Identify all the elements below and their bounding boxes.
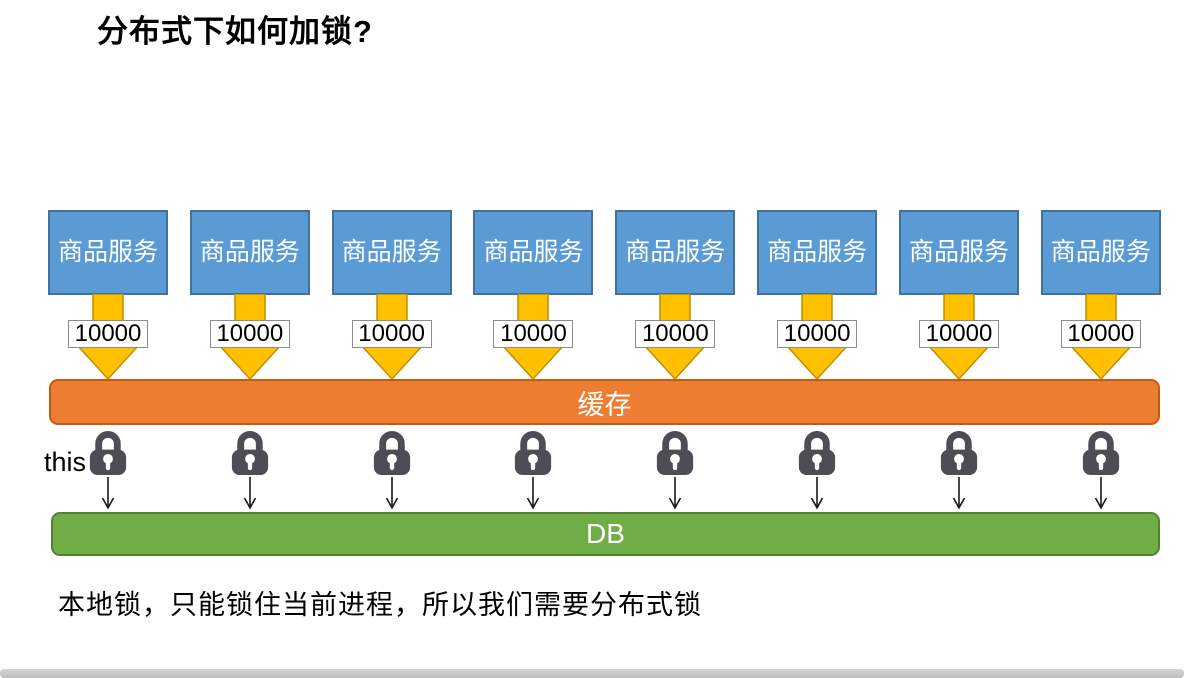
service-box: 商品服务 xyxy=(473,210,594,295)
caption-text: 本地锁，只能锁住当前进程，所以我们需要分布式锁 xyxy=(58,590,702,620)
cache-label: 缓存 xyxy=(577,389,632,420)
thin-arrow-down-icon xyxy=(243,477,257,510)
padlock-icon xyxy=(940,430,978,476)
request-count-label: 10000 xyxy=(918,320,999,348)
thin-arrow-down-icon xyxy=(810,477,824,510)
lock-unit xyxy=(503,429,563,511)
lock-unit xyxy=(1071,429,1131,511)
db-bar: DB xyxy=(51,512,1160,556)
service-label: 商品服务 xyxy=(57,237,158,266)
service-unit: 商品服务 10000 xyxy=(331,210,452,381)
cache-bar: 缓存 xyxy=(49,379,1160,425)
service-box: 商品服务 xyxy=(1040,210,1161,295)
service-unit: 商品服务 10000 xyxy=(757,210,878,381)
request-count-label: 10000 xyxy=(1060,320,1141,348)
this-annotation: this xyxy=(44,447,87,477)
padlock-icon xyxy=(1082,430,1119,476)
request-count-label: 10000 xyxy=(209,320,290,348)
service-unit: 商品服务 10000 xyxy=(48,210,168,381)
service-label: 商品服务 xyxy=(767,237,868,266)
lock-unit xyxy=(362,429,422,511)
request-count-label: 10000 xyxy=(493,320,574,348)
service-box: 商品服务 xyxy=(757,210,878,295)
padlock-icon xyxy=(373,430,410,476)
padlock-icon xyxy=(799,430,836,476)
thin-arrow-down-icon xyxy=(527,477,540,510)
request-count-label: 10000 xyxy=(351,320,432,348)
padlock-icon xyxy=(89,430,127,476)
thin-arrow-down-icon xyxy=(1094,477,1107,510)
request-count-label: 10000 xyxy=(68,320,148,348)
page-title: 分布式下如何加锁? xyxy=(97,14,373,49)
db-label: DB xyxy=(586,518,625,549)
lock-unit xyxy=(220,429,280,511)
service-box: 商品服务 xyxy=(898,210,1019,295)
service-label: 商品服务 xyxy=(199,237,300,266)
lock-unit xyxy=(78,429,138,511)
request-count-label: 10000 xyxy=(777,320,858,348)
service-unit: 商品服务 10000 xyxy=(898,210,1019,381)
padlock-icon xyxy=(515,430,552,476)
service-unit: 商品服务 10000 xyxy=(1040,210,1161,381)
service-label: 商品服务 xyxy=(625,237,726,266)
service-box: 商品服务 xyxy=(615,210,736,295)
horizontal-scrollbar[interactable] xyxy=(0,669,1184,678)
thin-arrow-down-icon xyxy=(101,477,115,510)
thin-arrow-down-icon xyxy=(952,477,966,510)
service-label: 商品服务 xyxy=(1050,237,1151,266)
padlock-icon xyxy=(657,430,694,476)
lock-unit xyxy=(929,429,989,511)
padlock-icon xyxy=(231,430,268,476)
service-unit: 商品服务 10000 xyxy=(189,210,310,381)
service-unit: 商品服务 10000 xyxy=(473,210,594,381)
lock-unit xyxy=(787,429,847,511)
service-label: 商品服务 xyxy=(341,237,442,266)
service-unit: 商品服务 10000 xyxy=(615,210,736,381)
request-count-label: 10000 xyxy=(635,320,716,348)
lock-unit xyxy=(645,429,705,511)
service-box: 商品服务 xyxy=(48,210,168,295)
thin-arrow-down-icon xyxy=(385,477,398,510)
service-label: 商品服务 xyxy=(483,237,584,266)
thin-arrow-down-icon xyxy=(669,477,682,510)
service-box: 商品服务 xyxy=(189,210,310,295)
service-box: 商品服务 xyxy=(331,210,452,295)
service-label: 商品服务 xyxy=(908,237,1009,266)
